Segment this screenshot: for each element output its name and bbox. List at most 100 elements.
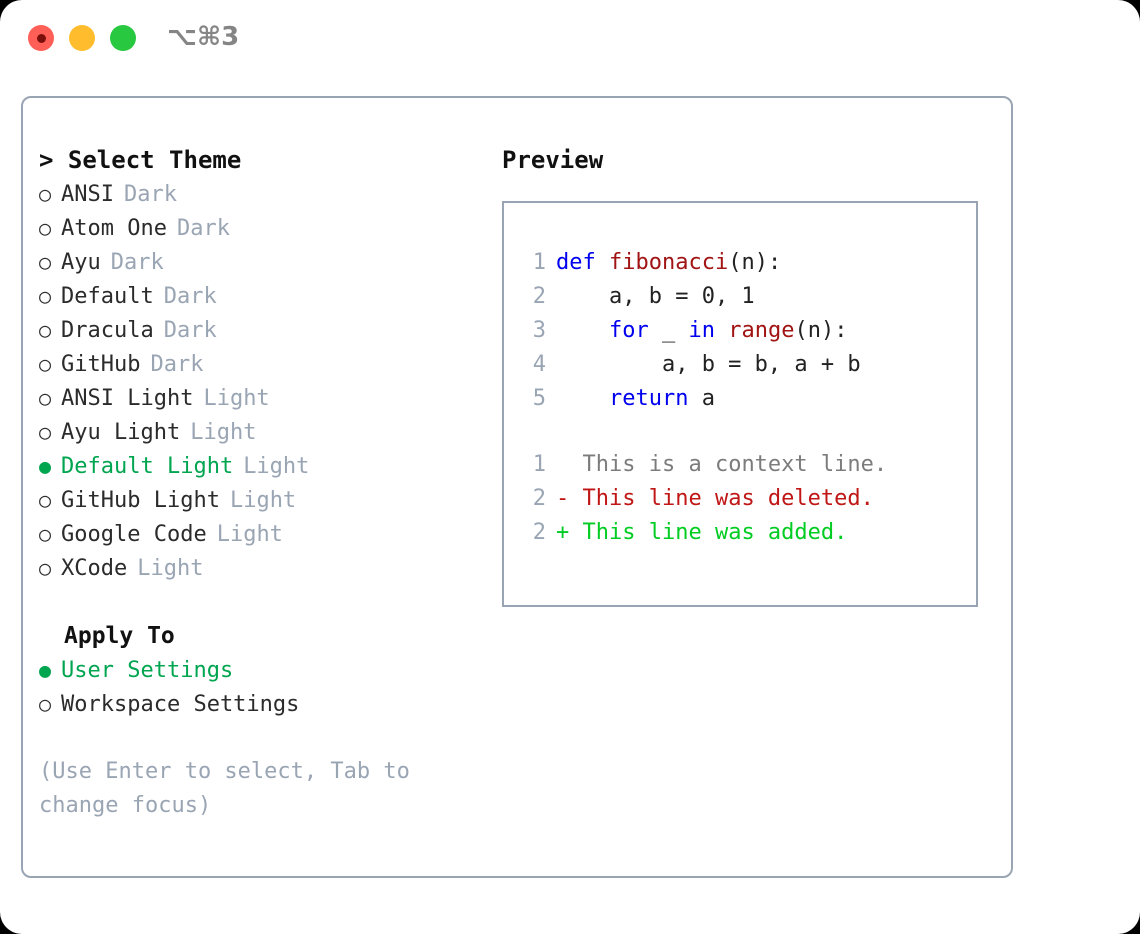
- radio-unselected-icon[interactable]: ○: [39, 284, 52, 308]
- line-number: 5: [532, 386, 546, 411]
- apply-to-option-label: Workspace Settings: [61, 692, 300, 717]
- line-number: 1: [532, 452, 546, 477]
- theme-list-item[interactable]: ○ Atom One Dark: [39, 211, 499, 245]
- theme-name-label: Default Light: [61, 454, 234, 479]
- code-line-text: def fibonacci(n):: [556, 246, 781, 280]
- diff-line-text: This line was added.: [582, 520, 848, 545]
- theme-variant-tag: Dark: [123, 182, 177, 207]
- theme-variant-tag: Light: [137, 556, 204, 581]
- preview-heading: Preview: [502, 146, 604, 174]
- diff-line: 2+ This line was added.: [518, 516, 970, 550]
- theme-variant-tag: Dark: [150, 352, 204, 377]
- radio-unselected-icon[interactable]: ○: [39, 250, 52, 274]
- theme-name-label: GitHub Light: [61, 488, 220, 513]
- minimize-button[interactable]: [69, 25, 95, 51]
- apply-to-option[interactable]: ○ Workspace Settings: [39, 687, 499, 721]
- code-token-pln: _: [648, 318, 689, 343]
- theme-list-item[interactable]: ● Default Light Light: [39, 449, 499, 483]
- radio-unselected-icon[interactable]: ○: [39, 556, 52, 580]
- theme-name-label: Atom One: [61, 216, 167, 241]
- theme-name-label: XCode: [61, 556, 128, 581]
- code-line: 4 a, b = b, a + b: [518, 348, 970, 382]
- theme-name-label: Ayu: [61, 250, 101, 275]
- diff-line-text: This line was deleted.: [582, 486, 874, 511]
- preview-divider-space: [518, 416, 970, 448]
- code-token-fn: range: [728, 318, 795, 343]
- diff-line: 1 This is a context line.: [518, 448, 970, 482]
- radio-selected-icon[interactable]: ●: [39, 658, 52, 682]
- theme-variant-tag: Dark: [176, 216, 230, 241]
- theme-name-label: GitHub: [61, 352, 141, 377]
- code-line-text: a, b = b, a + b: [556, 348, 861, 382]
- diff-marker: -: [556, 486, 583, 511]
- code-token-kw: return: [608, 386, 689, 411]
- theme-list-item[interactable]: ○ Dracula Dark: [39, 313, 499, 347]
- theme-name-label: ANSI: [61, 182, 114, 207]
- code-token-pln: [596, 250, 609, 275]
- theme-variant-tag: Dark: [110, 250, 164, 275]
- radio-unselected-icon[interactable]: ○: [39, 692, 52, 716]
- theme-variant-tag: Light: [190, 420, 257, 445]
- select-theme-heading: > Select Theme: [39, 146, 242, 174]
- radio-selected-icon[interactable]: ●: [39, 454, 52, 478]
- diff-line-text: This is a context line.: [582, 452, 888, 477]
- theme-name-label: Ayu Light: [61, 420, 181, 445]
- theme-list-item[interactable]: ○ Ayu Dark: [39, 245, 499, 279]
- maximize-button[interactable]: [110, 25, 136, 51]
- theme-name-label: Google Code: [61, 522, 207, 547]
- line-number: 2: [532, 284, 546, 309]
- radio-unselected-icon[interactable]: ○: [39, 522, 52, 546]
- radio-unselected-icon[interactable]: ○: [39, 420, 52, 444]
- code-token-pln: [715, 318, 728, 343]
- code-token-kw: for: [608, 318, 649, 343]
- theme-list-item[interactable]: ○ XCode Light: [39, 551, 499, 585]
- line-number: 3: [532, 318, 546, 343]
- code-token-pln: a, b = 0, 1: [556, 284, 755, 309]
- radio-unselected-icon[interactable]: ○: [39, 488, 52, 512]
- apply-to-list[interactable]: ●User Settings ○ Workspace Settings: [39, 653, 499, 721]
- code-token-pln: a, b = b, a + b: [556, 352, 861, 377]
- radio-unselected-icon[interactable]: ○: [39, 386, 52, 410]
- theme-variant-tag: Light: [216, 522, 283, 547]
- code-line: 2 a, b = 0, 1: [518, 280, 970, 314]
- code-token-pln: a: [688, 386, 715, 411]
- code-line-text: return a: [556, 382, 715, 416]
- radio-unselected-icon[interactable]: ○: [39, 182, 52, 206]
- code-token-kw: in: [688, 318, 715, 343]
- section-spacer: [39, 585, 499, 619]
- radio-unselected-icon[interactable]: ○: [39, 352, 52, 376]
- diff-marker: +: [556, 520, 583, 545]
- close-button[interactable]: [28, 25, 54, 51]
- apply-to-heading: Apply To: [64, 623, 175, 649]
- theme-variant-tag: Light: [243, 454, 310, 479]
- line-number: 4: [532, 352, 546, 377]
- theme-variant-tag: Light: [203, 386, 270, 411]
- theme-list-item[interactable]: ○ GitHub Dark: [39, 347, 499, 381]
- theme-list-item[interactable]: ○ Ayu Light Light: [39, 415, 499, 449]
- radio-unselected-icon[interactable]: ○: [39, 216, 52, 240]
- theme-name-label: Default: [61, 284, 154, 309]
- apply-to-option[interactable]: ●User Settings: [39, 653, 499, 687]
- code-token-pln: [556, 386, 609, 411]
- radio-unselected-icon[interactable]: ○: [39, 318, 52, 342]
- code-line: 3 for _ in range(n):: [518, 314, 970, 348]
- theme-list-item[interactable]: ○ Google Code Light: [39, 517, 499, 551]
- title-bar: ⌥⌘3: [0, 0, 1140, 78]
- theme-variant-tag: Dark: [163, 318, 217, 343]
- code-token-kw: def: [556, 250, 596, 275]
- code-token-pln: (n):: [794, 318, 848, 343]
- theme-name-label: Dracula: [61, 318, 154, 343]
- theme-list-item[interactable]: ○ ANSI Dark: [39, 177, 499, 211]
- line-number: 2: [532, 486, 546, 511]
